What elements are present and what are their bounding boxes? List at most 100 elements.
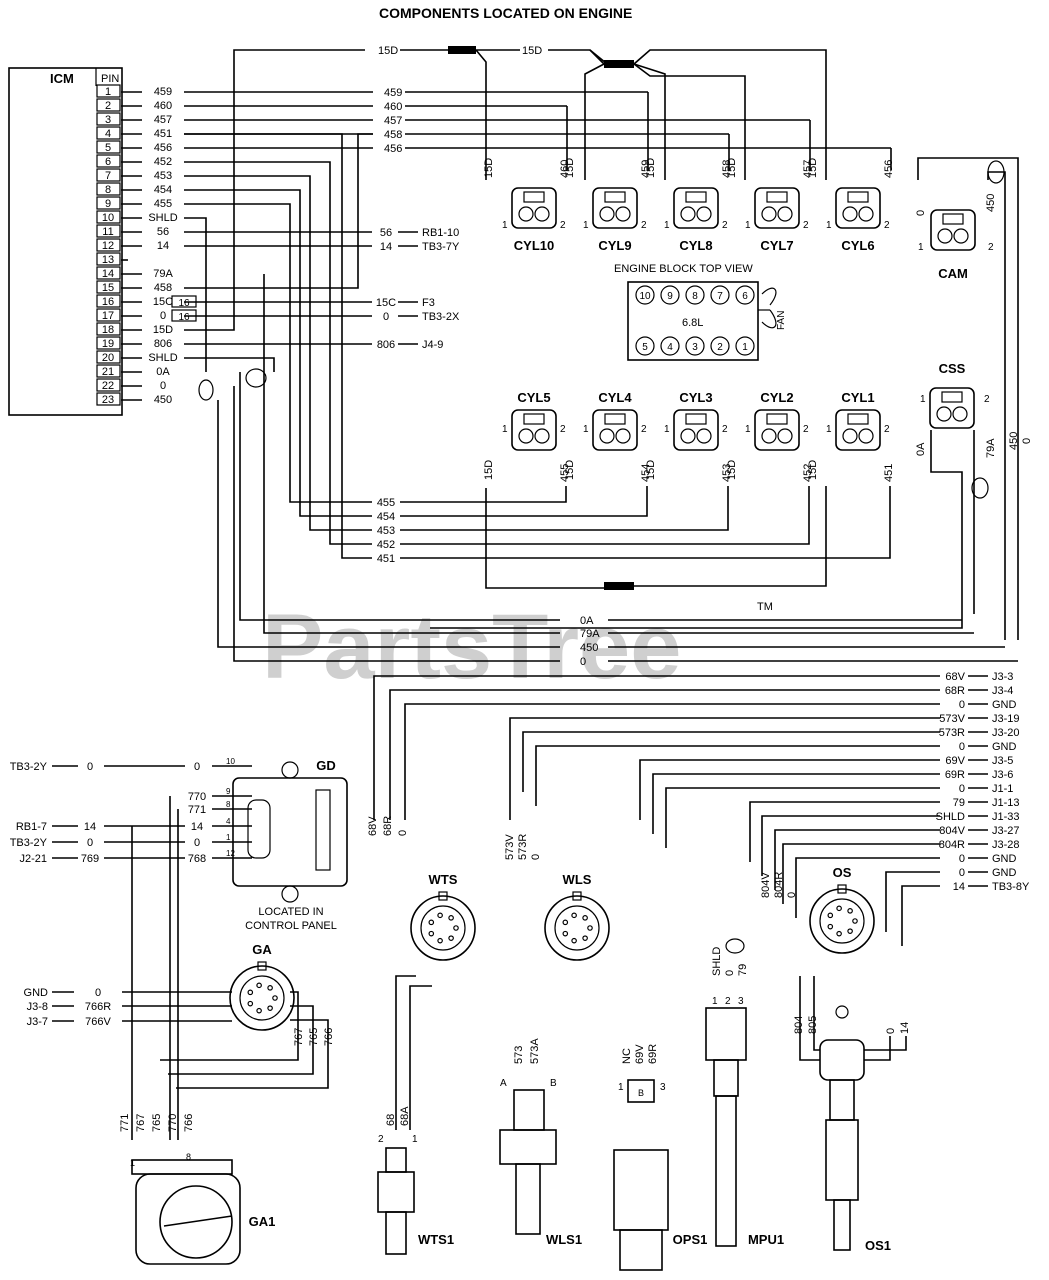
wts1-head (385, 1147, 407, 1173)
os1-tab (835, 1005, 849, 1019)
wls-connector-name: WLS (563, 872, 592, 887)
ops1-body (613, 1149, 669, 1231)
coil-body (754, 409, 800, 451)
coil-wire-right: 457 (802, 160, 814, 178)
mpu1-wire-label: SHLD (711, 947, 723, 976)
cylinder-mark (635, 285, 655, 305)
icm-pin-box (96, 224, 121, 238)
gd-pin-label: 12 (226, 849, 235, 858)
icm-module: ICM PIN (8, 67, 123, 416)
wts1-wire-label: 68A (399, 1106, 411, 1126)
wts-connector-pin (428, 930, 435, 937)
engine-block-title: ENGINE BLOCK TOP VIEW (614, 263, 753, 275)
cylinder-mark (660, 336, 680, 356)
coil-pin-1: 1 (826, 220, 832, 231)
icm-pin-wire-label: 454 (154, 184, 172, 196)
ga-out-label: 765 (308, 1028, 320, 1046)
ga-connector-pin (256, 1007, 262, 1014)
css-body (929, 387, 975, 429)
harness-wire-label: 68V (945, 671, 965, 683)
coil-pin-2: 2 (803, 424, 809, 435)
ops1-pin: 3 (660, 1082, 666, 1093)
wls-connector-pin (571, 912, 577, 919)
icm-pin-box (96, 322, 121, 336)
harness-wire (404, 703, 940, 820)
coil-terminal (858, 428, 874, 444)
css-pin-2: 2 (984, 394, 990, 405)
icm-pin-wire-label: 56 (157, 226, 169, 238)
os-connector-pin (836, 905, 842, 912)
gd-note: CONTROL PANEL (245, 920, 337, 932)
icm-pin-wire-label: SHLD (148, 352, 177, 364)
cylinder-number: 8 (692, 291, 698, 302)
coil-body (592, 187, 638, 229)
icm-pin-wire-label: 457 (154, 114, 172, 126)
icm-pin-wire-label: 15C (153, 296, 173, 308)
os1-wire (864, 1036, 891, 1061)
coil-pin-1: 1 (664, 424, 670, 435)
icm-pin-box (96, 168, 121, 182)
ga1-bore (159, 1185, 233, 1259)
icm-pin-box (96, 112, 121, 126)
coil-wire-right: 459 (640, 160, 652, 178)
splice-block (604, 60, 634, 68)
lower-15D-bus (634, 486, 827, 587)
coil-terminal (518, 428, 534, 444)
os-connector-pin (852, 918, 858, 924)
harness-wire (373, 675, 940, 820)
wls1-wire-label: 573 (513, 1046, 525, 1064)
gd-mount-hole (281, 885, 299, 903)
os1-wire-label: 14 (899, 1022, 911, 1034)
css-latch (941, 391, 963, 403)
ga-out-wire (176, 1019, 329, 1089)
wts1-wire (395, 975, 416, 1130)
icm-pin-number: 19 (102, 338, 114, 350)
coil-terminal (761, 428, 777, 444)
gd-wire-label: 0 (87, 837, 93, 849)
top-bus-label-left: 15D (378, 45, 398, 57)
coil-latch (847, 413, 869, 425)
lower-bus-wire (400, 486, 648, 517)
mpu1-pin: 1 (712, 996, 718, 1007)
icm-pin-number: 20 (102, 352, 114, 364)
harness-wire-label: 0 (959, 783, 965, 795)
os-connector-pin (847, 908, 853, 914)
gd-wire-label: 14 (191, 821, 203, 833)
fuse-box (171, 309, 197, 322)
coil-pin-1: 1 (664, 220, 670, 231)
gd-pin-label: 9 (226, 787, 231, 796)
ga1-wire-label: 765 (151, 1114, 163, 1132)
harness-wire (774, 829, 940, 890)
cylinder-number: 1 (742, 342, 748, 353)
ga1-header (131, 1159, 233, 1175)
lower-bus-label: 455 (377, 497, 395, 509)
icm-pin-box (96, 140, 121, 154)
lower-bus-wire (400, 486, 810, 545)
icm-pin-wire-label: 452 (154, 156, 172, 168)
harness-wire (509, 717, 940, 820)
coil-wire-left: 15D (726, 460, 738, 480)
coil-wire-left: 15D (483, 158, 495, 178)
coil-pin-2: 2 (722, 220, 728, 231)
gd-wire-label: 768 (188, 853, 206, 865)
harness-wire (761, 815, 940, 876)
icm-pin-number: 3 (105, 114, 111, 126)
coil-wire-left: 15D (726, 158, 738, 178)
coil-latch (685, 191, 707, 203)
wts1-name: WTS1 (418, 1232, 454, 1247)
icm-pin-box (96, 392, 121, 406)
cam-terminal (937, 228, 953, 244)
os-wire-label: 0 (786, 892, 798, 898)
coil-pin-2: 2 (803, 220, 809, 231)
fuse-box (171, 295, 197, 308)
coil-pin-1: 1 (583, 424, 589, 435)
wire-label: 456 (384, 143, 402, 155)
shield-wire (184, 217, 207, 372)
gd-source-label: RB1-7 (16, 821, 47, 833)
gd-source-label: J2-21 (19, 853, 47, 865)
